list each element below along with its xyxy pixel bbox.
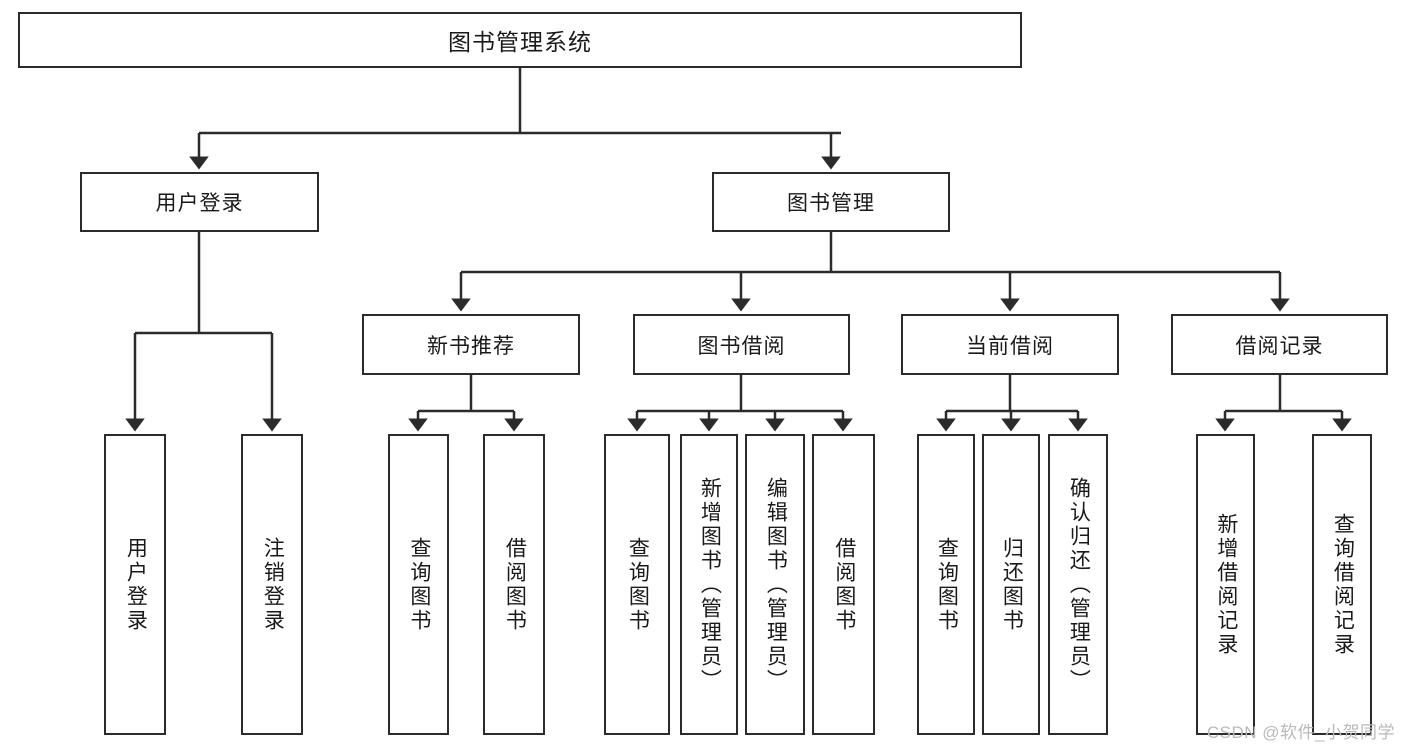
leaf-add-borrow-record-label: 新增借阅记录: [1214, 512, 1238, 657]
node-current-borrow-label: 当前借阅: [966, 334, 1054, 358]
watermark-text: CSDN @软件_小贺同学: [1206, 723, 1395, 742]
node-new-book-recommend[interactable]: 新书推荐: [362, 314, 580, 375]
leaf-borrow-book[interactable]: 借阅图书: [812, 434, 875, 735]
leaf-confirm-return-admin-label: 确认归还（管理员）: [1067, 476, 1091, 693]
node-book-management-label: 图书管理: [787, 192, 875, 215]
node-root-label: 图书管理系统: [448, 29, 592, 55]
leaf-return-book[interactable]: 归还图书: [982, 434, 1040, 735]
leaf-add-borrow-record[interactable]: 新增借阅记录: [1196, 434, 1255, 735]
leaf-query-book-borrow-label: 查询图书: [626, 536, 650, 633]
leaf-user-login-label: 用户登录: [124, 536, 148, 633]
leaf-edit-book-admin-label: 编辑图书（管理员）: [764, 476, 788, 693]
leaf-query-borrow-record-label: 查询借阅记录: [1331, 512, 1355, 657]
node-root-system[interactable]: 图书管理系统: [18, 12, 1022, 68]
node-borrow-record-label: 借阅记录: [1235, 334, 1324, 358]
leaf-edit-book-admin[interactable]: 编辑图书（管理员）: [745, 434, 805, 735]
leaf-query-book-current[interactable]: 查询图书: [917, 434, 975, 735]
leaf-query-book-borrow[interactable]: 查询图书: [604, 434, 670, 735]
leaf-query-borrow-record[interactable]: 查询借阅记录: [1312, 434, 1372, 735]
leaf-confirm-return-admin[interactable]: 确认归还（管理员）: [1048, 434, 1108, 735]
leaf-borrow-book-new-label: 借阅图书: [503, 536, 527, 633]
node-user-login-label: 用户登录: [155, 192, 244, 215]
node-book-management[interactable]: 图书管理: [712, 172, 950, 232]
node-book-borrow[interactable]: 图书借阅: [633, 314, 850, 375]
node-current-borrow[interactable]: 当前借阅: [901, 314, 1119, 375]
node-borrow-record[interactable]: 借阅记录: [1171, 314, 1388, 375]
leaf-logout-label: 注销登录: [261, 536, 285, 633]
node-book-borrow-label: 图书借阅: [697, 334, 786, 358]
leaf-borrow-book-new[interactable]: 借阅图书: [483, 434, 545, 735]
leaf-logout[interactable]: 注销登录: [241, 434, 303, 735]
leaf-add-book-admin[interactable]: 新增图书（管理员）: [680, 434, 738, 735]
node-new-book-recommend-label: 新书推荐: [427, 334, 515, 358]
leaf-query-book-new[interactable]: 查询图书: [388, 434, 449, 735]
leaf-return-book-label: 归还图书: [1000, 536, 1024, 633]
node-user-login[interactable]: 用户登录: [80, 172, 319, 232]
leaf-user-login[interactable]: 用户登录: [104, 434, 166, 735]
leaf-add-book-admin-label: 新增图书（管理员）: [698, 476, 722, 693]
leaf-query-book-current-label: 查询图书: [935, 536, 959, 633]
leaf-borrow-book-label: 借阅图书: [832, 536, 856, 633]
leaf-query-book-new-label: 查询图书: [407, 536, 431, 633]
